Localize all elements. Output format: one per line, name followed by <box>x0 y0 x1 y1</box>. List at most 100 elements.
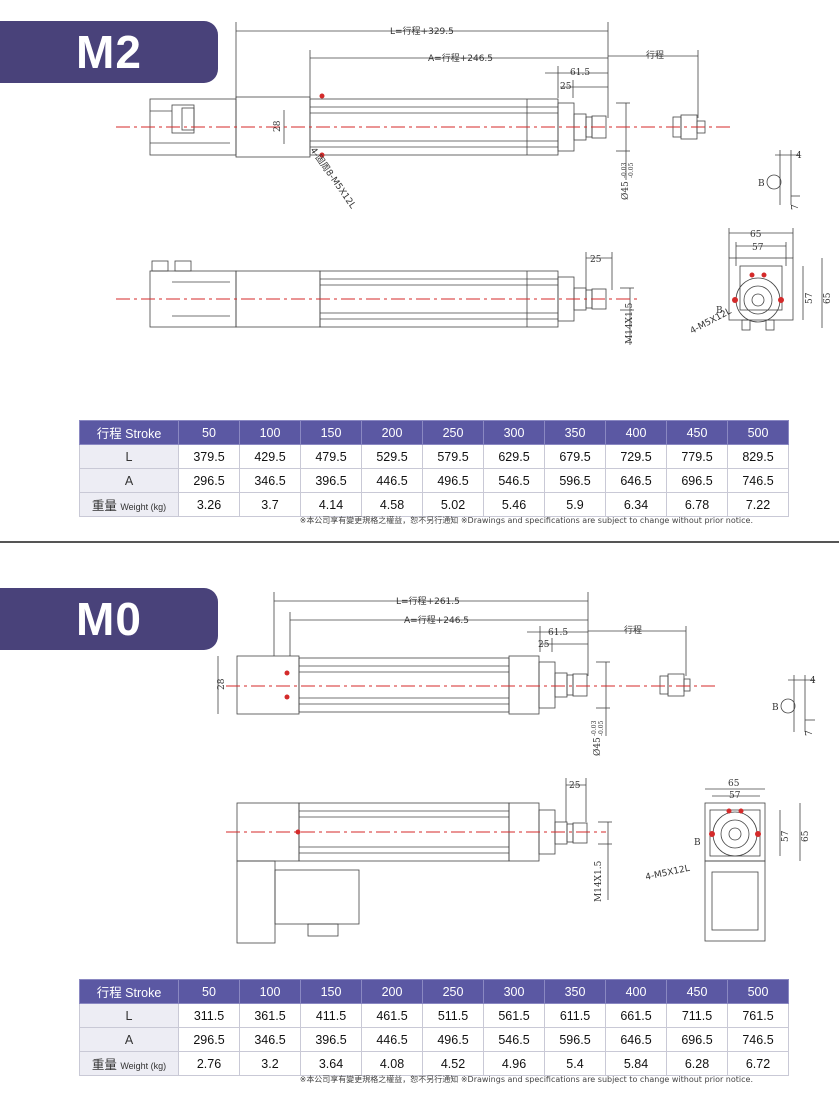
m2-dim-dia: Ø45 <box>620 181 631 200</box>
m0-dim-B: B <box>694 838 701 848</box>
m0-dim-65v: 65 <box>801 830 811 842</box>
weight-label: 重量 <box>91 1058 121 1072</box>
table-cell: 361.5 <box>239 1003 301 1028</box>
m0-dim-57: 57 <box>729 791 741 801</box>
table-row: A 296.5 346.5 396.5 446.5 496.5 546.5 59… <box>79 468 789 493</box>
table-cell: 411.5 <box>300 1003 362 1028</box>
m0-stroke-col: 150 <box>300 979 362 1004</box>
m2-row-label-weight: 重量 Weight (kg) <box>79 492 179 517</box>
table-cell: 746.5 <box>727 468 789 493</box>
section-divider <box>0 541 839 543</box>
weight-unit-label: Weight (kg) <box>120 502 167 512</box>
m2-row-label-L: L <box>79 444 179 469</box>
m2-dim-65: 65 <box>750 230 762 240</box>
weight-unit-label: Weight (kg) <box>120 1061 167 1071</box>
m2-dim-B: B <box>716 306 723 316</box>
table-cell: 779.5 <box>666 444 728 469</box>
m2-stroke-col: 100 <box>239 420 301 445</box>
m2-dim-28: 28 <box>273 120 283 132</box>
m0-dim-65: 65 <box>728 779 740 789</box>
m0-stroke-col: 250 <box>422 979 484 1004</box>
table-cell: 2.76 <box>178 1051 240 1076</box>
table-cell: 429.5 <box>239 444 301 469</box>
m2-dim-4: 4 <box>796 151 802 161</box>
table-cell: 546.5 <box>483 1027 545 1052</box>
m0-stroke-header: 行程 Stroke <box>79 979 179 1004</box>
table-cell: 546.5 <box>483 468 545 493</box>
table-cell: 646.5 <box>605 1027 667 1052</box>
m2-spec-table: 行程 Stroke 50 100 150 200 250 300 350 400… <box>79 420 789 517</box>
m0-stroke-col: 350 <box>544 979 606 1004</box>
table-cell: 346.5 <box>239 1027 301 1052</box>
table-cell: 446.5 <box>361 1027 423 1052</box>
table-cell: 3.64 <box>300 1051 362 1076</box>
m0-row-label-A: A <box>79 1027 179 1052</box>
m2-stroke-header: 行程 Stroke <box>79 420 179 445</box>
m0-dim-57v: 57 <box>781 830 791 842</box>
m0-dim-tol-up: -0.03 <box>591 720 598 736</box>
m0-row-label-L: L <box>79 1003 179 1028</box>
table-cell: 4.96 <box>483 1051 545 1076</box>
m0-stroke-col: 100 <box>239 979 301 1004</box>
m2-dim-61: 61.5 <box>570 68 590 78</box>
table-cell: 5.46 <box>483 492 545 517</box>
m0-stroke-col: 450 <box>666 979 728 1004</box>
table-cell: 446.5 <box>361 468 423 493</box>
m2-table-header-row: 行程 Stroke 50 100 150 200 250 300 350 400… <box>79 420 789 445</box>
table-cell: 529.5 <box>361 444 423 469</box>
table-row: 重量 Weight (kg) 3.26 3.7 4.14 4.58 5.02 5… <box>79 492 789 517</box>
table-cell: 5.9 <box>544 492 606 517</box>
m0-dim-tol-dn: -0.05 <box>598 720 605 736</box>
m0-dim-L: L=行程+261.5 <box>396 595 460 607</box>
m2-stroke-col: 500 <box>727 420 789 445</box>
m2-dim-mholes: 4-M5X12L <box>689 307 734 337</box>
m0-dim-thread: M14X1.5 <box>594 860 604 902</box>
m0-dim-dia: Ø45 <box>592 737 603 756</box>
table-row: 重量 Weight (kg) 2.76 3.2 3.64 4.08 4.52 4… <box>79 1051 789 1076</box>
m2-dim-tol-dn: -0.05 <box>628 162 635 178</box>
m2-dim-57v: 57 <box>805 292 815 304</box>
m2-drawing: L=行程+329.5 A=行程+246.5 61.5 25 行程 28 4-固周… <box>116 22 833 345</box>
m0-stroke-col: 300 <box>483 979 545 1004</box>
table-row: A 296.5 346.5 396.5 446.5 496.5 546.5 59… <box>79 1027 789 1052</box>
m0-dim-mholes: 4-M5X12L <box>645 864 691 883</box>
table-cell: 611.5 <box>544 1003 606 1028</box>
m2-dim-A: A=行程+246.5 <box>428 52 493 64</box>
table-cell: 646.5 <box>605 468 667 493</box>
table-cell: 5.02 <box>422 492 484 517</box>
m2-row-label-A: A <box>79 468 179 493</box>
table-cell: 396.5 <box>300 1027 362 1052</box>
table-cell: 461.5 <box>361 1003 423 1028</box>
m2-dim-65v: 65 <box>823 292 833 304</box>
m0-model-tab: M0 <box>0 588 218 650</box>
table-cell: 379.5 <box>178 444 240 469</box>
m2-stroke-col: 450 <box>666 420 728 445</box>
table-cell: 4.52 <box>422 1051 484 1076</box>
m2-stroke-col: 50 <box>178 420 240 445</box>
table-cell: 396.5 <box>300 468 362 493</box>
m2-dim-L: L=行程+329.5 <box>390 25 454 37</box>
m0-disclaimer-note: ※本公司享有變更規格之權益，恕不另行通知 ※Drawings and speci… <box>299 1075 753 1084</box>
m2-dim-25: 25 <box>560 82 572 92</box>
m0-spec-table: 行程 Stroke 50 100 150 200 250 300 350 400… <box>79 979 789 1076</box>
m2-dim-thread: M14X1.5 <box>625 302 635 344</box>
table-cell: 6.34 <box>605 492 667 517</box>
m0-row-label-weight: 重量 Weight (kg) <box>79 1051 179 1076</box>
table-row: L 379.5 429.5 479.5 529.5 579.5 629.5 67… <box>79 444 789 469</box>
m2-dim-7: 7 <box>791 204 801 210</box>
m0-dim-7: 7 <box>805 730 815 736</box>
table-cell: 496.5 <box>422 468 484 493</box>
m0-drawing: L=行程+261.5 A=行程+246.5 61.5 25 行程 28 Ø45 … <box>217 592 816 944</box>
table-cell: 596.5 <box>544 468 606 493</box>
m2-dim-57: 57 <box>752 243 764 253</box>
table-cell: 4.08 <box>361 1051 423 1076</box>
table-cell: 579.5 <box>422 444 484 469</box>
table-cell: 511.5 <box>422 1003 484 1028</box>
table-cell: 596.5 <box>544 1027 606 1052</box>
m0-table-header-row: 行程 Stroke 50 100 150 200 250 300 350 400… <box>79 979 789 1004</box>
table-cell: 679.5 <box>544 444 606 469</box>
table-cell: 696.5 <box>666 468 728 493</box>
table-cell: 4.14 <box>300 492 362 517</box>
m0-stroke-col: 500 <box>727 979 789 1004</box>
table-cell: 311.5 <box>178 1003 240 1028</box>
